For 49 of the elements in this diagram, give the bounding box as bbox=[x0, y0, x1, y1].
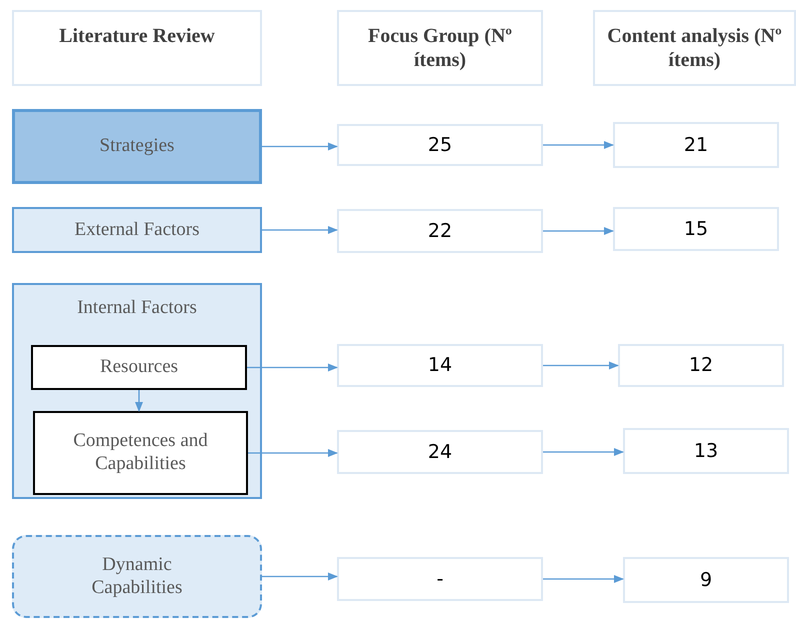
category-label: Internal Factors bbox=[77, 297, 197, 320]
category-label: Strategies bbox=[100, 135, 174, 158]
header-box bbox=[593, 10, 796, 86]
item-count: 15 bbox=[684, 218, 708, 240]
count-box bbox=[337, 124, 543, 166]
item-count: 12 bbox=[688, 354, 714, 377]
group-box bbox=[12, 283, 262, 499]
category-box bbox=[31, 345, 247, 390]
arrow bbox=[543, 227, 614, 235]
arrow bbox=[543, 575, 624, 583]
arrow bbox=[247, 364, 338, 372]
arrow bbox=[248, 449, 338, 457]
count-box bbox=[337, 430, 543, 474]
count-box bbox=[613, 122, 779, 168]
count-box bbox=[618, 344, 784, 387]
count-box bbox=[337, 557, 543, 601]
column-heading: Focus Group (Nº ítems) bbox=[366, 24, 514, 72]
item-count: 22 bbox=[428, 220, 452, 242]
category-label: Dynamic Capabilities bbox=[90, 554, 184, 600]
header-box bbox=[337, 10, 543, 86]
arrow bbox=[543, 448, 624, 456]
header-box bbox=[12, 10, 262, 86]
arrow bbox=[543, 141, 614, 149]
item-count: 13 bbox=[694, 440, 718, 462]
item-count: 14 bbox=[428, 354, 452, 377]
count-box bbox=[623, 557, 789, 603]
count-box bbox=[623, 428, 789, 474]
category-box bbox=[12, 207, 262, 253]
category-box bbox=[12, 109, 262, 184]
arrow bbox=[135, 390, 143, 412]
count-box bbox=[337, 209, 543, 253]
column-heading: Content analysis (Nº ítems) bbox=[607, 24, 782, 72]
category-box bbox=[33, 411, 248, 495]
count-box bbox=[337, 344, 543, 387]
arrow bbox=[262, 226, 338, 234]
category-label: External Factors bbox=[74, 218, 200, 242]
arrow bbox=[262, 572, 338, 580]
item-count: - bbox=[436, 568, 444, 590]
item-count: 24 bbox=[428, 440, 452, 464]
item-count: 9 bbox=[700, 568, 712, 592]
category-label: Competences and Capabilities bbox=[72, 430, 209, 476]
category-label: Resources bbox=[100, 356, 178, 379]
arrow bbox=[262, 142, 338, 150]
dashed-category-box bbox=[12, 535, 262, 618]
item-count: 25 bbox=[428, 134, 452, 156]
count-box bbox=[613, 207, 779, 251]
arrow bbox=[543, 362, 619, 370]
item-count: 21 bbox=[684, 134, 708, 156]
column-heading: Literature Review bbox=[59, 24, 215, 48]
